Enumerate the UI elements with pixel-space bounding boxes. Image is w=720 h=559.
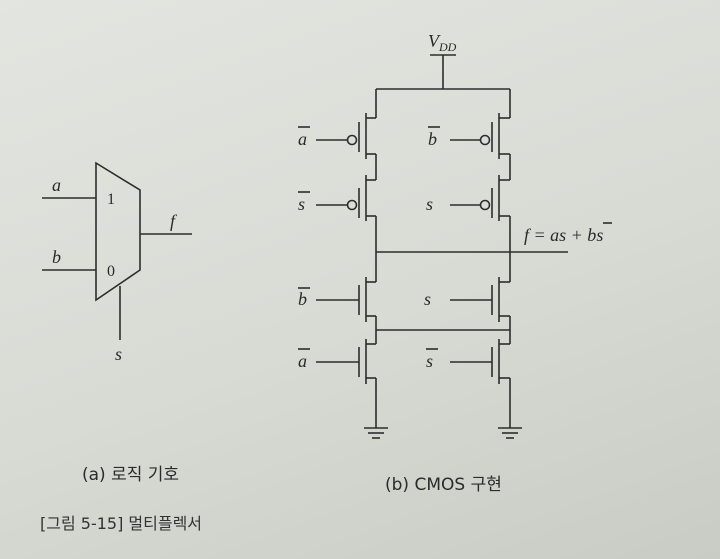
vdd-label: VDD	[428, 31, 457, 54]
gate-label-nmos-bot-right: s	[426, 351, 433, 371]
gate-label-pmos-mid-right: s	[426, 194, 433, 214]
mux-label-s: s	[115, 344, 122, 364]
caption-b: (b) CMOS 구현	[385, 475, 502, 495]
mux-label-a: a	[52, 175, 61, 195]
gate-label-nmos-top-right: s	[424, 289, 431, 309]
pmos-bubble	[346, 134, 358, 146]
caption-a: (a) 로직 기호	[82, 465, 180, 485]
pmos-bubble	[479, 134, 491, 146]
mux-pin-1: 1	[107, 191, 115, 208]
mux-label-b: b	[52, 247, 61, 267]
ground-symbol-right	[498, 427, 522, 439]
gate-label-nmos-bot-left: a	[298, 351, 307, 371]
output-equation: f = as + bs	[524, 225, 603, 245]
pmos-bubble	[346, 199, 358, 211]
mux-label-f: f	[170, 211, 178, 231]
mux-body	[95, 161, 141, 302]
pmos-bubble	[479, 199, 491, 211]
gate-label-pmos-top-left: a	[298, 129, 307, 149]
mux-pin-0: 0	[107, 263, 115, 280]
figure-caption: [그림 5-15] 멀티플렉서	[40, 514, 203, 533]
gate-label-nmos-top-left: b	[298, 289, 307, 309]
ground-symbol-left	[364, 427, 388, 439]
gate-label-pmos-top-right: b	[428, 129, 437, 149]
gate-label-pmos-mid-left: s	[298, 194, 305, 214]
